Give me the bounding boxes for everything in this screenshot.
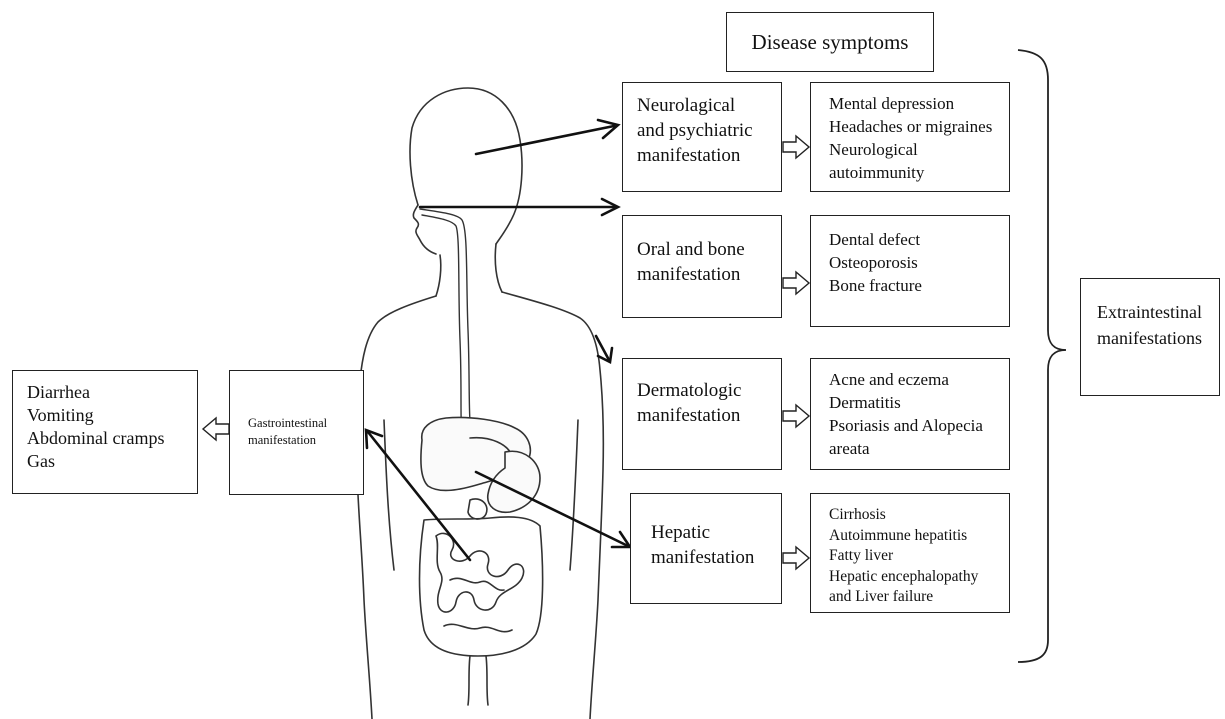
large-intestine	[420, 517, 543, 656]
symptom-item: autoimmunity	[829, 161, 1009, 184]
diagram-title: Disease symptoms	[726, 12, 934, 72]
open-arrow-4	[783, 547, 809, 569]
symptom-item: Acne and eczema	[829, 368, 1009, 391]
gastrointestinal-symptoms-box: Diarrhea Vomiting Abdominal cramps Gas	[12, 370, 198, 494]
category-label-line: Dermatologic	[637, 378, 781, 403]
symptom-item: Osteoporosis	[829, 251, 1009, 274]
neck-right	[495, 244, 502, 292]
open-arrow-gi	[203, 418, 229, 440]
gi-symptom-item: Gas	[27, 450, 197, 473]
esophagus	[420, 209, 472, 440]
small-intestine-2	[450, 578, 504, 590]
open-arrow-2	[783, 272, 809, 294]
category-oral-bone: Oral and bone manifestation	[622, 215, 782, 318]
symptom-item: Headaches or migraines	[829, 115, 1009, 138]
small-intestine	[436, 533, 524, 612]
arm-left-inner	[384, 420, 394, 570]
symptoms-oral-bone: Dental defect Osteoporosis Bone fracture	[810, 215, 1010, 327]
neck-left	[436, 255, 441, 296]
gallbladder	[468, 499, 487, 519]
title-text: Disease symptoms	[752, 30, 909, 55]
category-label-line: Neurolagical	[637, 93, 781, 118]
symptom-item: Fatty liver	[829, 546, 1009, 567]
torso-left	[357, 296, 436, 719]
symptom-item: areata	[829, 437, 1009, 460]
gastrointestinal-label-line: Gastrointestinal	[248, 415, 363, 432]
gi-symptom-item: Diarrhea	[27, 381, 197, 404]
face-outline	[413, 205, 436, 254]
symptom-item: Cirrhosis	[829, 505, 1009, 526]
extraintestinal-label-line: manifestations	[1097, 325, 1219, 351]
gi-symptom-item: Vomiting	[27, 404, 197, 427]
symptom-item: Bone fracture	[829, 274, 1009, 297]
category-dermatologic: Dermatologic manifestation	[622, 358, 782, 470]
gi-symptom-item: Abdominal cramps	[27, 427, 197, 450]
extraintestinal-box: Extraintestinal manifestations	[1080, 278, 1220, 396]
symptoms-neurological: Mental depression Headaches or migraines…	[810, 82, 1010, 192]
open-arrow-1	[783, 136, 809, 158]
category-label-line: Oral and bone	[637, 237, 781, 262]
symptom-item: Mental depression	[829, 92, 1009, 115]
symptom-item: Neurological	[829, 138, 1009, 161]
symptom-item: Hepatic encephalopathy	[829, 567, 1009, 588]
symptom-item: and Liver failure	[829, 587, 1009, 608]
category-label-line: manifestation	[637, 403, 781, 428]
category-label-line: and psychiatric	[637, 118, 781, 143]
symptoms-hepatic: Cirrhosis Autoimmune hepatitis Fatty liv…	[810, 493, 1010, 613]
symptom-item: Psoriasis and Alopecia	[829, 414, 1009, 437]
rectum	[468, 656, 488, 705]
gastrointestinal-label-line: manifestation	[248, 432, 363, 449]
extraintestinal-bracket	[1018, 50, 1066, 662]
category-label-line: manifestation	[651, 545, 781, 570]
category-label-line: manifestation	[637, 262, 781, 287]
open-arrow-3	[783, 405, 809, 427]
category-label-line: Hepatic	[651, 520, 781, 545]
extraintestinal-label-line: Extraintestinal	[1097, 299, 1219, 325]
category-neurological: Neurolagical and psychiatric manifestati…	[622, 82, 782, 192]
symptom-item: Dermatitis	[829, 391, 1009, 414]
head-outline	[410, 88, 522, 244]
symptom-item: Autoimmune hepatitis	[829, 526, 1009, 547]
symptoms-dermatologic: Acne and eczema Dermatitis Psoriasis and…	[810, 358, 1010, 470]
gastrointestinal-box: Gastrointestinal manifestation	[229, 370, 364, 495]
esophagus-2	[422, 215, 462, 440]
arrow-neuro	[476, 126, 614, 154]
category-hepatic: Hepatic manifestation	[630, 493, 782, 604]
small-intestine-3	[444, 624, 512, 631]
arm-right-inner	[570, 420, 578, 570]
symptom-item: Dental defect	[829, 228, 1009, 251]
category-label-line: manifestation	[637, 143, 781, 168]
